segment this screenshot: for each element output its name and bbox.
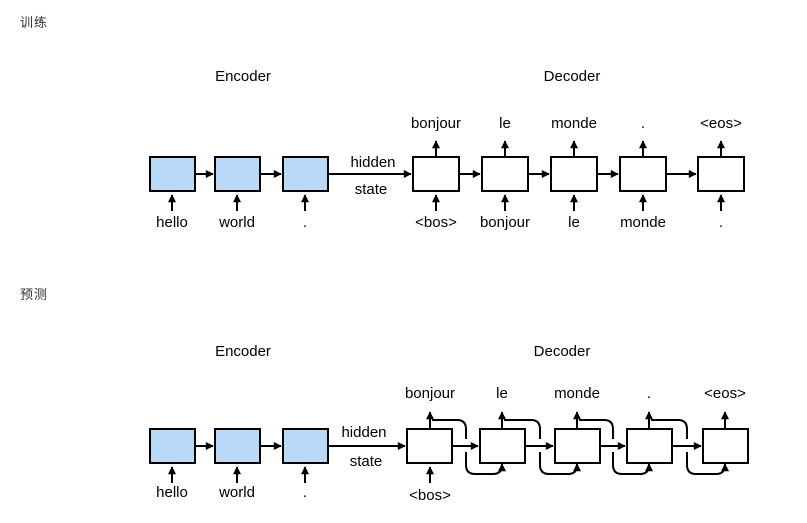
decoder-output-label: . <box>647 385 651 402</box>
decoder-output-label: le <box>499 115 511 132</box>
decoder-output-label: monde <box>554 385 600 402</box>
encoder-box <box>214 428 261 464</box>
encoder-box <box>214 156 261 192</box>
encoder-title: Encoder <box>215 343 271 360</box>
decoder-input-label: . <box>719 214 723 231</box>
training-section-label: 训练 <box>20 15 49 30</box>
decoder-box <box>479 428 526 464</box>
feedback-arrow <box>579 419 614 439</box>
decoder-output-label: monde <box>551 115 597 132</box>
state-label: state <box>350 453 383 470</box>
decoder-input-label: <bos> <box>409 487 451 504</box>
encoder-box <box>282 156 329 192</box>
encoder-box <box>149 428 196 464</box>
encoder-input-label: . <box>303 214 307 231</box>
hidden-label: hidden <box>341 424 386 441</box>
hidden-label: hidden <box>350 154 395 171</box>
decoder-output-label: bonjour <box>405 385 455 402</box>
encoder-input-label: world <box>218 484 255 501</box>
state-label: state <box>355 181 388 198</box>
encoder-box <box>149 156 196 192</box>
feedback-arrow <box>504 419 541 439</box>
encoder-input-label: . <box>303 484 307 501</box>
decoder-output-label: bonjour <box>411 115 461 132</box>
decoder-box <box>406 428 453 464</box>
decoder-output-label: <eos> <box>704 385 746 402</box>
prediction-diagram: Encoder Decoder hidden state <box>149 343 749 504</box>
decoder-input-label: monde <box>620 214 666 231</box>
decoder-input-label: <bos> <box>415 214 457 231</box>
feedback-arrow <box>432 419 467 439</box>
encoder-title: Encoder <box>215 68 271 85</box>
feedback-arrow <box>651 419 688 439</box>
decoder-output-label: le <box>496 385 508 402</box>
decoder-output-label: <eos> <box>700 115 742 132</box>
feedback-arrow <box>612 452 653 475</box>
decoder-box <box>697 156 745 192</box>
decoder-title: Decoder <box>534 343 591 360</box>
training-diagram: Encoder Decoder hidden state <box>149 68 745 231</box>
decoder-title: Decoder <box>544 68 601 85</box>
feedback-arrow <box>686 452 729 475</box>
decoder-box <box>619 156 667 192</box>
decoder-input-label: le <box>568 214 580 231</box>
decoder-box <box>554 428 601 464</box>
decoder-box <box>481 156 529 192</box>
decoder-box <box>702 428 749 464</box>
decoder-box <box>412 156 460 192</box>
encoder-input-label: hello <box>156 484 188 501</box>
feedback-arrow <box>465 452 506 475</box>
decoder-output-label: . <box>641 115 645 132</box>
decoder-input-label: bonjour <box>480 214 530 231</box>
prediction-section-label: 预测 <box>20 287 49 302</box>
feedback-arrow <box>539 452 581 475</box>
encoder-box <box>282 428 329 464</box>
decoder-box <box>550 156 598 192</box>
decoder-box <box>626 428 673 464</box>
encoder-input-label: hello <box>156 214 188 231</box>
encoder-input-label: world <box>218 214 255 231</box>
